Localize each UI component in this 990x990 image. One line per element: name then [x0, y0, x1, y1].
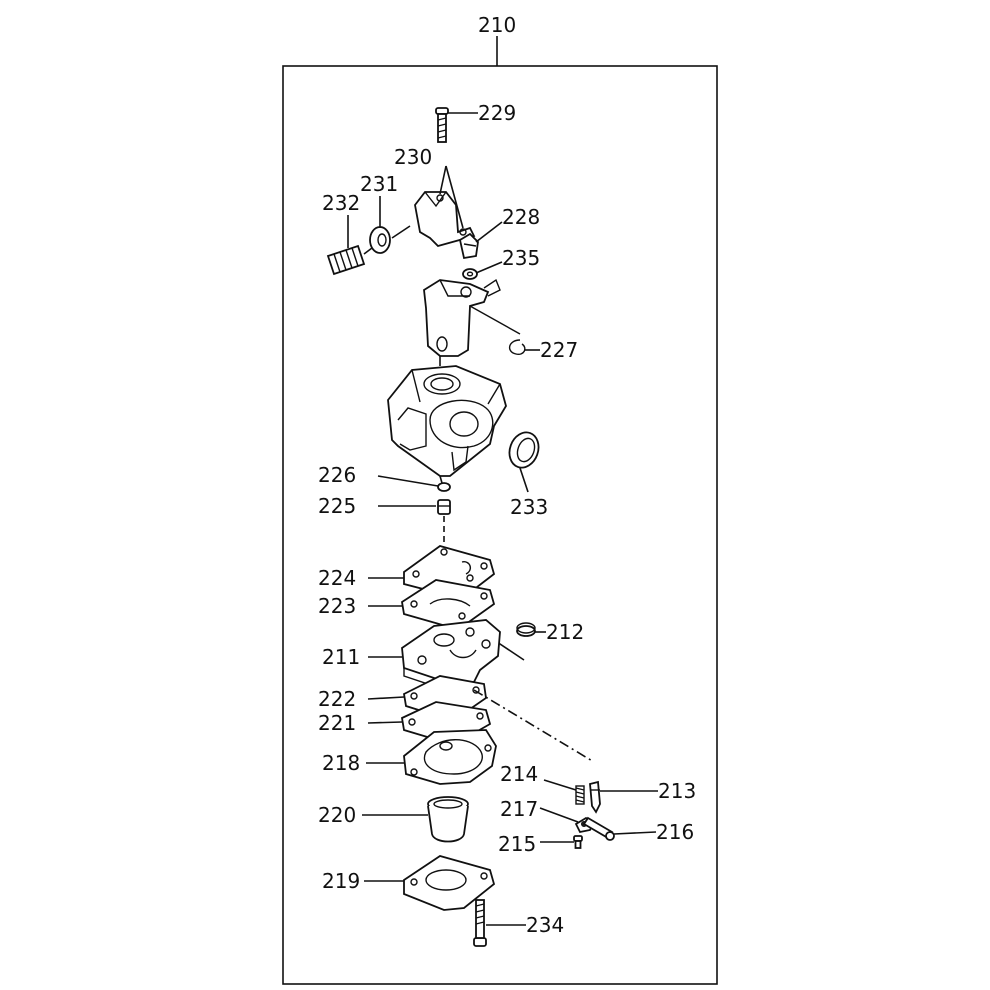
- label-part-234: 234: [526, 913, 564, 937]
- part-227-clip: [509, 339, 526, 356]
- part-226-o-ring: [437, 482, 451, 492]
- part-234-screw: [473, 899, 487, 947]
- label-assembly-210: 210: [478, 13, 516, 37]
- part-214-spring: [575, 785, 585, 805]
- label-part-211: 211: [322, 645, 360, 669]
- label-part-214: 214: [500, 762, 538, 786]
- label-part-230: 230: [394, 145, 432, 169]
- label-part-229: 229: [478, 101, 516, 125]
- label-part-232: 232: [322, 191, 360, 215]
- label-part-220: 220: [318, 803, 356, 827]
- part-229-screw: [435, 107, 449, 143]
- label-part-233: 233: [510, 495, 548, 519]
- label-part-222: 222: [318, 687, 356, 711]
- part-212-filter-screen: [516, 622, 536, 637]
- label-part-217: 217: [500, 797, 538, 821]
- part-233-gasket-ring: [508, 431, 540, 469]
- label-part-218: 218: [322, 751, 360, 775]
- part-228-cap: [458, 232, 479, 260]
- part-232-adjust-screw: [326, 244, 366, 276]
- label-part-223: 223: [318, 594, 356, 618]
- label-part-235: 235: [502, 246, 540, 270]
- label-part-219: 219: [322, 869, 360, 893]
- part-231-nut: [369, 226, 391, 254]
- part-220-primer-bulb: [427, 796, 469, 843]
- part-215-screw: [573, 835, 583, 849]
- label-part-224: 224: [318, 566, 356, 590]
- part-230-bracket: [414, 191, 476, 248]
- label-part-215: 215: [498, 832, 536, 856]
- label-part-226: 226: [318, 463, 356, 487]
- label-part-227: 227: [540, 338, 578, 362]
- part-218-pump-cover: [403, 729, 497, 785]
- part-235-washer: [462, 268, 478, 280]
- part-219-retainer-plate: [403, 855, 496, 911]
- part-216-lever-pin: [582, 816, 615, 841]
- part-225-fitting: [437, 499, 451, 515]
- label-part-213: 213: [658, 779, 696, 803]
- part-223-gasket: [401, 579, 496, 627]
- label-part-216: 216: [656, 820, 694, 844]
- label-part-231: 231: [360, 172, 398, 196]
- label-part-221: 221: [318, 711, 356, 735]
- label-part-228: 228: [502, 205, 540, 229]
- carburetor-upper-body: [387, 365, 507, 477]
- part-213-inlet-needle: [589, 780, 601, 814]
- label-part-225: 225: [318, 494, 356, 518]
- throttle-lever-housing: [423, 278, 521, 357]
- part-224-diaphragm: [403, 545, 496, 597]
- label-part-212: 212: [546, 620, 584, 644]
- assembly-frame: [282, 65, 718, 985]
